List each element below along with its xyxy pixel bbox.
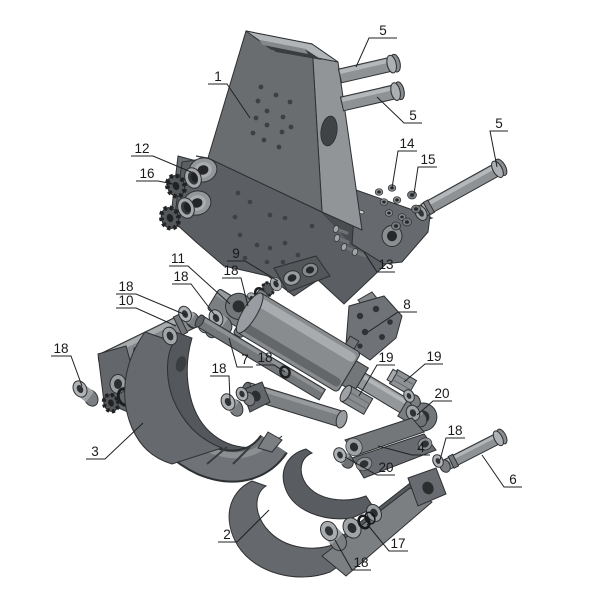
callout-20: 20: [344, 456, 395, 476]
part-number-label: 12: [134, 141, 149, 156]
part-number-label: 19: [426, 349, 441, 364]
callout-11: 11: [169, 251, 231, 305]
callout-18: 18: [210, 361, 231, 401]
callout-19: 19: [403, 349, 443, 383]
part-number-label: 17: [390, 536, 405, 551]
part-number-label: 10: [118, 293, 133, 308]
thumb-claw-part: [124, 326, 288, 483]
part-number-label: 18: [223, 263, 238, 278]
nut-19: [386, 368, 418, 396]
callout-18: 18: [256, 350, 286, 373]
callout-2: 2: [218, 509, 270, 543]
part-number-label: 14: [399, 136, 415, 151]
part-number-label: 4: [417, 440, 425, 455]
part-number-label: 18: [118, 279, 133, 294]
callout-8: 8: [367, 297, 417, 333]
seal-rings-part: [177, 167, 202, 219]
callout-20: 20: [416, 386, 452, 416]
hydraulic-cylinder-part: [225, 289, 438, 432]
callout-10: 10: [116, 293, 177, 327]
tie-rod-part: [194, 314, 327, 401]
callout-5: 5: [376, 96, 422, 124]
part-number-label: 19: [378, 350, 393, 365]
callout-9: 9: [227, 246, 279, 282]
callout-3: 3: [86, 422, 144, 460]
flat-washers: [374, 184, 407, 221]
part-number-label: 1: [214, 69, 222, 84]
lock-nuts-part: [158, 173, 188, 231]
mount-pins-part: [337, 53, 405, 112]
bushings-lower-part: [220, 386, 256, 417]
callout-7: 7: [228, 337, 253, 368]
washers-cluster-part: [374, 184, 421, 231]
retainer-ring: [279, 365, 291, 379]
part-number-label: 16: [139, 166, 154, 181]
part-number-label: 18: [447, 423, 462, 438]
part-number-label: 6: [509, 472, 517, 487]
bolts-part: [332, 225, 367, 258]
link-bars-part: [333, 417, 437, 479]
part-number-label: 2: [223, 527, 231, 542]
part-number-label: 5: [495, 116, 503, 131]
callout-18: 18: [439, 423, 465, 461]
part-number-label: 7: [241, 352, 249, 367]
part-number-label: 11: [171, 251, 185, 266]
callout-5: 5: [489, 116, 508, 168]
part-number-label: 15: [420, 152, 435, 167]
mast-side-hole: [320, 115, 338, 147]
rod-end-nuts-part: [339, 368, 428, 428]
part-number-label: 18: [353, 555, 368, 570]
callout-5: 5: [355, 23, 397, 68]
callout-16: 16: [136, 166, 174, 186]
part-number-label: 5: [409, 108, 417, 123]
callout-18: 18: [334, 539, 371, 571]
part-number-label: 18: [173, 269, 188, 284]
part-number-label: 18: [53, 341, 68, 356]
mast-bolt-holes: [250, 84, 294, 150]
mast-part: [207, 30, 363, 231]
part-number-label: 9: [232, 246, 240, 261]
callout-18: 18: [222, 263, 249, 307]
callout-14: 14: [391, 136, 417, 189]
callout-18: 18: [51, 341, 83, 387]
part-number-label: 18: [211, 361, 226, 376]
nut-20: [405, 404, 428, 428]
callout-17: 17: [366, 523, 408, 552]
callout-1: 1: [208, 69, 251, 119]
callout-19: 19: [358, 350, 395, 397]
callout-15: 15: [413, 152, 437, 195]
callout-18: 18: [116, 279, 187, 316]
hook-claw-part: [228, 448, 433, 578]
callout-12: 12: [131, 141, 192, 173]
callout-6: 6: [481, 454, 522, 488]
callout-4: 4: [377, 440, 430, 456]
bushing-left-part: [72, 380, 99, 407]
o-rings-part: [357, 511, 376, 530]
nut-19: [339, 384, 374, 415]
long-pin-part: [414, 158, 508, 221]
pin-6-part: [432, 428, 508, 473]
part-number-label: 5: [379, 23, 387, 38]
part-number-label: 18: [257, 350, 272, 365]
pin-clevis-part: [407, 467, 447, 507]
part-number-label: 20: [434, 386, 449, 401]
callout-13: 13: [363, 251, 395, 273]
part-number-label: 3: [91, 444, 99, 459]
part-number-label: 20: [378, 460, 393, 475]
part-number-label: 8: [403, 297, 411, 312]
callout-18: 18: [172, 269, 218, 319]
nut-20: [333, 447, 354, 469]
part-number-label: 13: [378, 257, 393, 272]
